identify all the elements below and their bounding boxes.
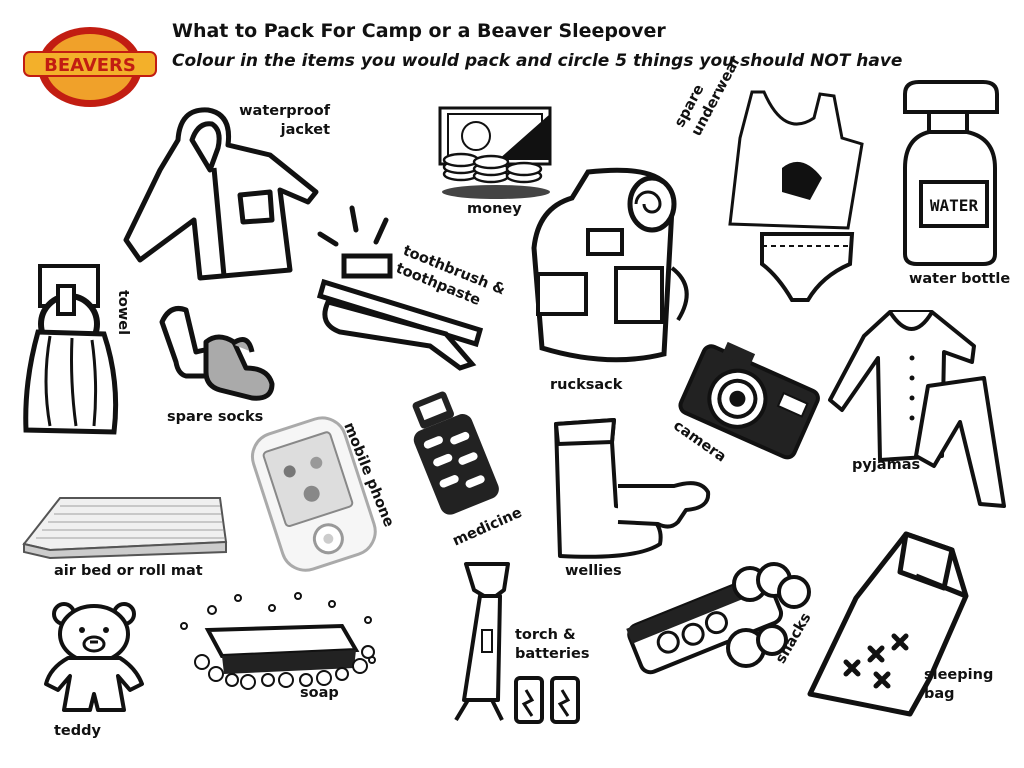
label-pyjamas: pyjamas — [852, 457, 921, 473]
rucksack-icon — [528, 168, 698, 368]
label-wellies: wellies — [565, 563, 622, 579]
pyjamas-icon — [824, 306, 1010, 506]
teddy-icon — [40, 598, 148, 718]
label-money: money — [467, 201, 522, 217]
page-title: What to Pack For Camp or a Beaver Sleepo… — [172, 20, 666, 42]
towel-icon — [20, 262, 124, 440]
label-torch: torch &batteries — [515, 627, 590, 662]
air-bed-icon — [20, 492, 228, 562]
snacks-icon — [626, 540, 822, 690]
wellies-icon — [546, 416, 718, 564]
svg-text:BEAVERS: BEAVERS — [44, 55, 136, 76]
label-spare-socks: spare socks — [167, 409, 264, 425]
instructions: Colour in the items you would pack and c… — [172, 51, 903, 71]
water-bottle-icon: WATER — [895, 78, 1005, 268]
label-soap: soap — [300, 685, 339, 701]
svg-text:WATER: WATER — [930, 196, 979, 215]
label-rucksack: rucksack — [550, 377, 623, 393]
medicine-icon — [412, 391, 499, 515]
spare-socks-icon — [156, 302, 280, 408]
label-air-bed: air bed or roll mat — [54, 563, 203, 579]
camera-icon — [680, 341, 820, 464]
torch-icon — [428, 560, 598, 730]
toothbrush-icon — [310, 204, 495, 384]
label-towel: towel — [115, 290, 131, 336]
spare-underwear-icon — [722, 88, 872, 298]
sleeping-bag-icon — [806, 528, 974, 718]
soap-icon — [172, 590, 382, 694]
beavers-logo: BEAVERS — [22, 22, 158, 108]
money-icon — [436, 104, 556, 199]
waterproof-jacket-icon — [120, 100, 320, 280]
label-water-bottle: water bottle — [909, 271, 1011, 287]
mobile-phone-icon — [238, 418, 384, 572]
label-teddy: teddy — [54, 723, 101, 739]
